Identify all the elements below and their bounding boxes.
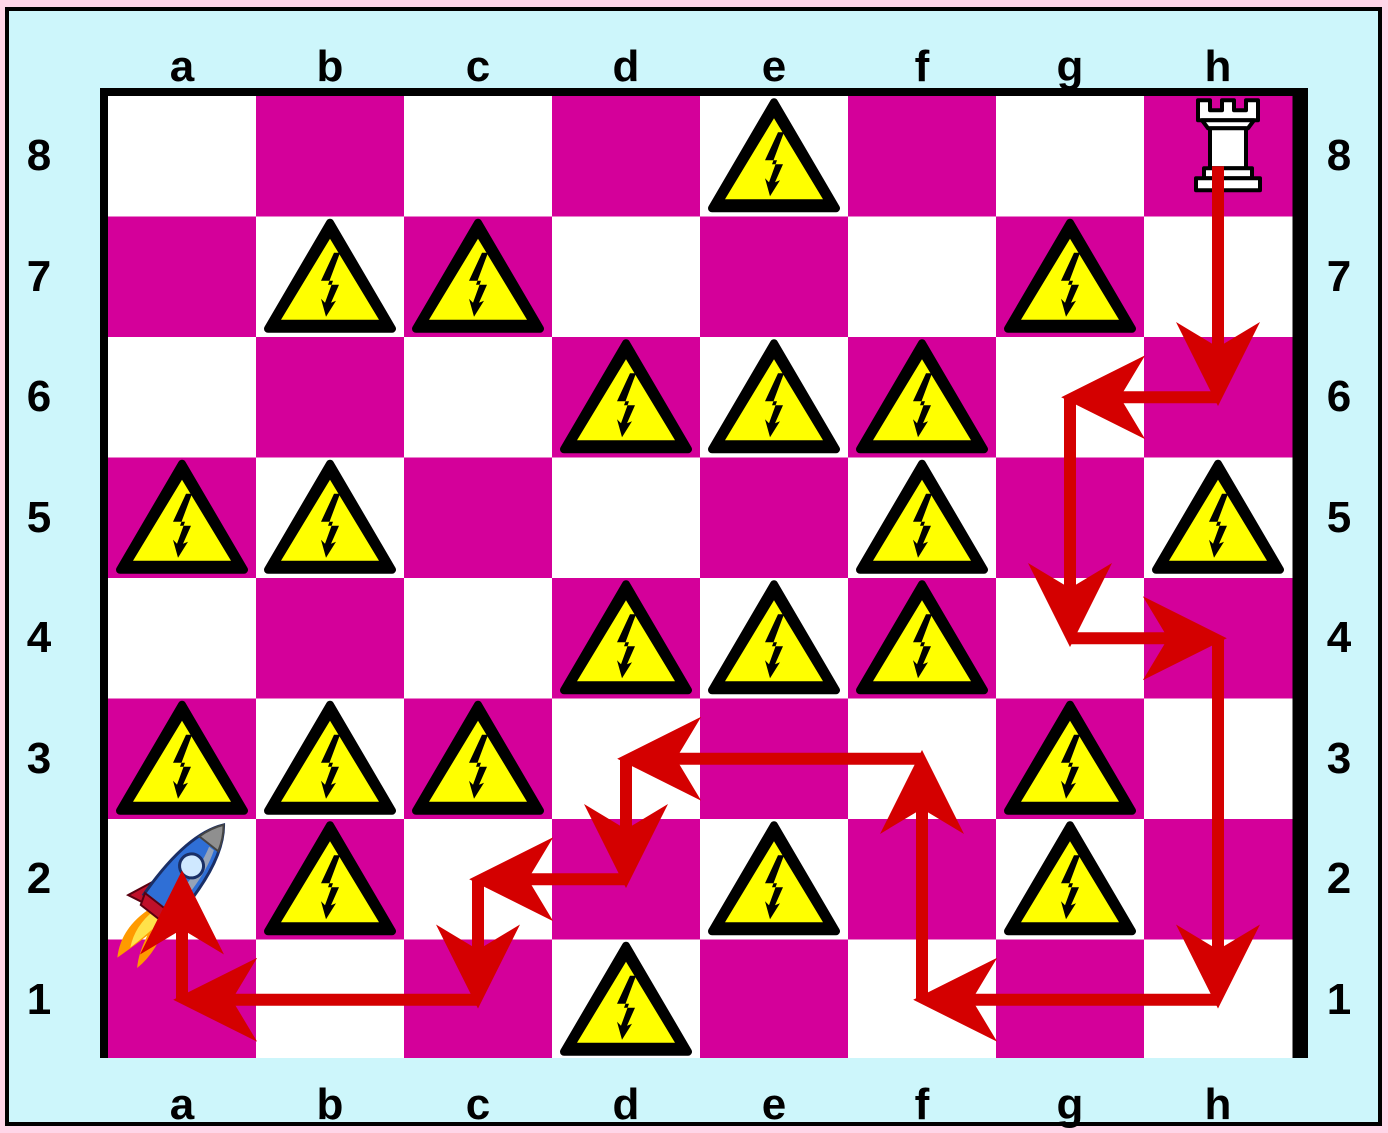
file-label-bottom-e: e [700,1083,848,1127]
board-canvas [100,88,1308,1058]
rank-label-right-6: 6 [1319,375,1359,419]
square-c4[interactable] [404,578,553,699]
rank-label-right-5: 5 [1319,496,1359,540]
file-label-bottom-h: h [1144,1083,1292,1127]
rank-label-right-2: 2 [1319,857,1359,901]
square-f7[interactable] [848,217,997,338]
square-e7[interactable] [700,217,849,338]
square-c8[interactable] [404,96,553,217]
file-label-top-b: b [256,45,404,89]
chessboard[interactable] [100,88,1308,1058]
square-b6[interactable] [256,337,405,458]
square-c6[interactable] [404,337,553,458]
rank-label-right-8: 8 [1319,134,1359,178]
square-a7[interactable] [108,217,257,338]
file-label-top-d: d [552,45,700,89]
file-label-bottom-b: b [256,1083,404,1127]
file-label-bottom-c: c [404,1083,552,1127]
square-f8[interactable] [848,96,997,217]
rank-label-left-3: 3 [19,737,59,781]
rank-label-left-1: 1 [19,978,59,1022]
square-a6[interactable] [108,337,257,458]
square-b4[interactable] [256,578,405,699]
rank-label-left-2: 2 [19,857,59,901]
file-label-bottom-f: f [848,1083,996,1127]
rank-label-right-3: 3 [1319,737,1359,781]
square-d8[interactable] [552,96,701,217]
rank-label-left-5: 5 [19,496,59,540]
rank-label-right-1: 1 [1319,978,1359,1022]
rank-label-left-7: 7 [19,255,59,299]
square-b8[interactable] [256,96,405,217]
square-e5[interactable] [700,458,849,579]
square-d7[interactable] [552,217,701,338]
file-label-top-f: f [848,45,996,89]
square-a4[interactable] [108,578,257,699]
rank-label-left-4: 4 [19,616,59,660]
square-a8[interactable] [108,96,257,217]
file-label-bottom-g: g [996,1083,1144,1127]
rank-label-left-6: 6 [19,375,59,419]
rank-label-left-8: 8 [19,134,59,178]
square-e1[interactable] [700,940,849,1059]
file-label-top-c: c [404,45,552,89]
file-label-top-a: a [108,45,256,89]
rank-label-right-4: 4 [1319,616,1359,660]
rank-label-right-7: 7 [1319,255,1359,299]
file-label-top-e: e [700,45,848,89]
file-label-top-h: h [1144,45,1292,89]
file-label-top-g: g [996,45,1144,89]
file-label-bottom-a: a [108,1083,256,1127]
square-c5[interactable] [404,458,553,579]
square-g8[interactable] [996,96,1145,217]
square-d5[interactable] [552,458,701,579]
file-label-bottom-d: d [552,1083,700,1127]
